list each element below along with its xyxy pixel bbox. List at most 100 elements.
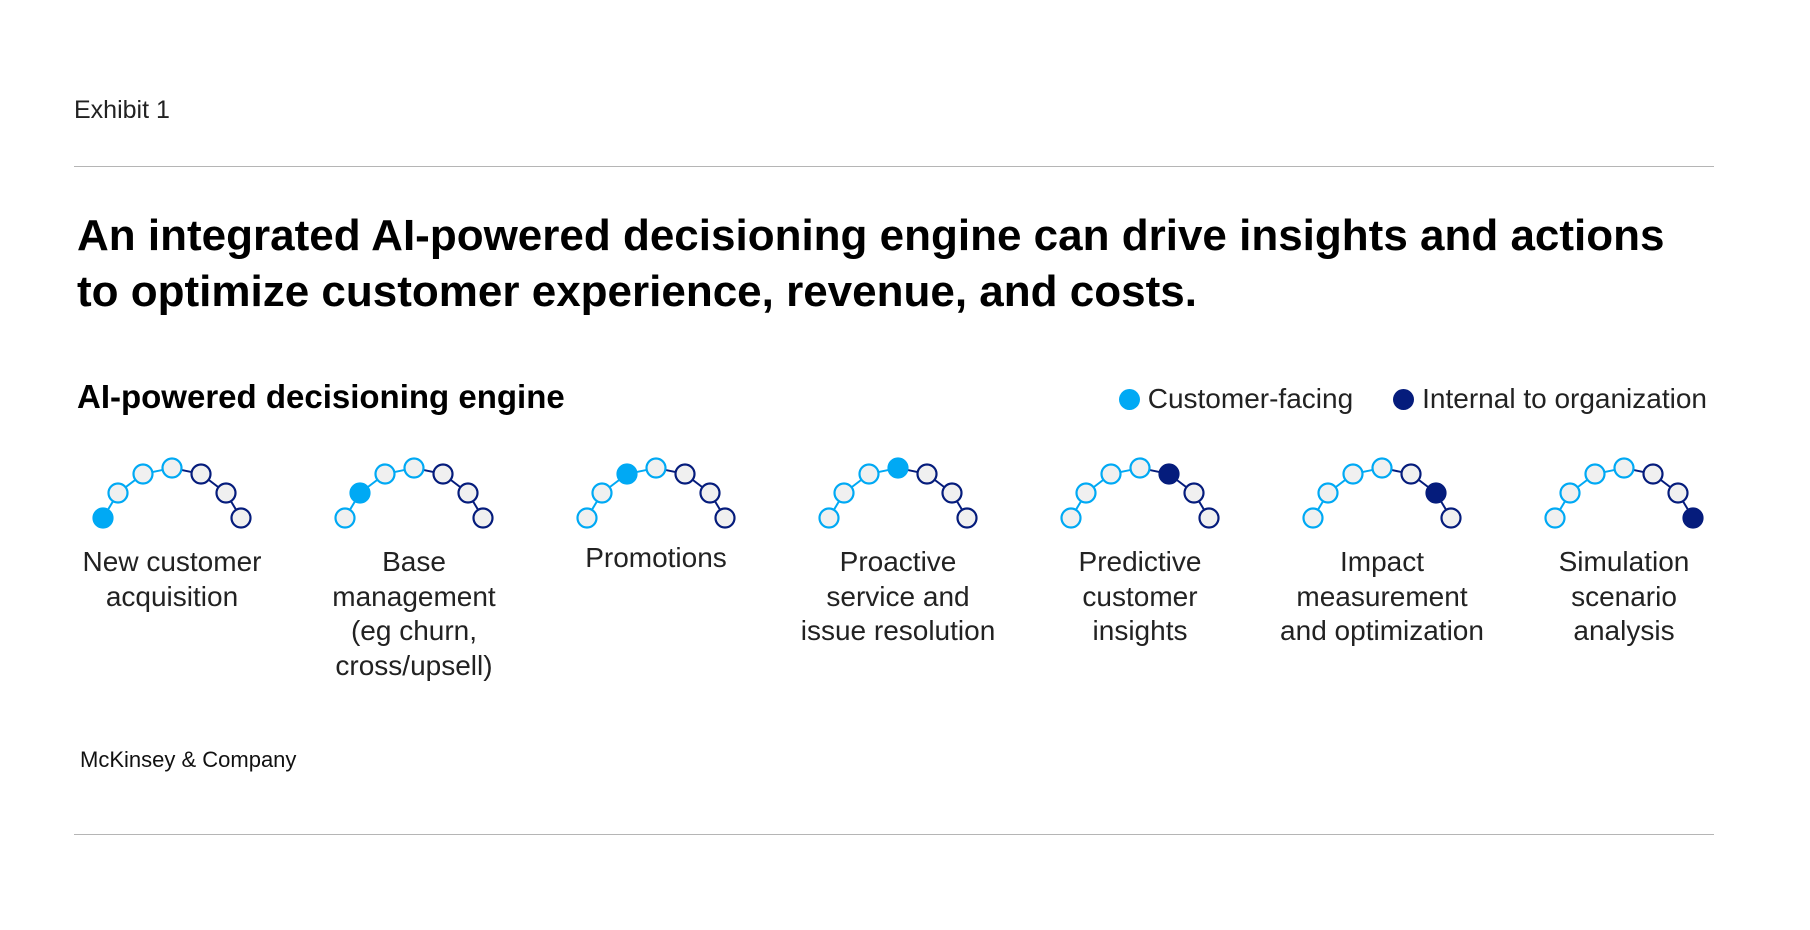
step-label-line: Simulation bbox=[1558, 546, 1690, 577]
arc-connector bbox=[1559, 500, 1566, 511]
arc-connector bbox=[636, 468, 647, 474]
arc-node bbox=[833, 482, 855, 504]
arc-node-active bbox=[616, 463, 638, 485]
arc-node bbox=[457, 482, 479, 504]
arc-connector bbox=[591, 500, 598, 511]
step-label-line: scenario bbox=[1571, 580, 1677, 612]
step-label-line: customer bbox=[1082, 580, 1198, 612]
arc-node bbox=[674, 463, 696, 485]
arc-connector bbox=[1417, 478, 1430, 489]
arc-connector bbox=[907, 468, 918, 474]
arc-connector bbox=[933, 478, 946, 489]
arc-connector bbox=[691, 478, 704, 489]
arc-node bbox=[1400, 463, 1422, 485]
arc-connector bbox=[394, 468, 405, 474]
arc-connector bbox=[230, 500, 237, 511]
step-label-line: service and bbox=[826, 580, 970, 612]
arc-connector bbox=[1120, 468, 1131, 474]
arc-connector bbox=[608, 478, 621, 489]
arc-connector bbox=[1317, 500, 1324, 511]
arc-node bbox=[215, 482, 237, 504]
arc-connector bbox=[1175, 478, 1188, 489]
legend-dot-internal-icon bbox=[1393, 388, 1415, 410]
arc-connector bbox=[1604, 468, 1615, 474]
footer-brand: McKinsey & Company bbox=[80, 747, 297, 772]
step-label-line: measurement bbox=[1296, 580, 1468, 612]
top-divider bbox=[74, 166, 1714, 167]
engine-step-arcs bbox=[92, 457, 1704, 529]
arc-connector bbox=[665, 468, 676, 474]
arc-connector bbox=[1334, 478, 1347, 489]
arc-node bbox=[858, 463, 880, 485]
arc-connector bbox=[1391, 468, 1402, 474]
step-label-line: (eg churn, bbox=[350, 615, 478, 646]
arc-node bbox=[916, 463, 938, 485]
step-label-3: Promotions bbox=[536, 541, 776, 576]
legend-dot-customer-facing-icon bbox=[1118, 388, 1140, 410]
step-arc-7 bbox=[1544, 457, 1704, 529]
arc-node bbox=[403, 457, 425, 479]
arc-connector bbox=[1576, 478, 1589, 489]
arc-node-active bbox=[1158, 463, 1180, 485]
arc-connector bbox=[1075, 500, 1082, 511]
arc-node bbox=[1613, 457, 1635, 479]
arc-node-active bbox=[349, 482, 371, 504]
arc-node bbox=[1559, 482, 1581, 504]
step-label-line: New customer bbox=[82, 546, 262, 577]
legend-item-customer-facing: Customer-facing bbox=[1118, 383, 1354, 415]
arc-connector bbox=[956, 500, 963, 511]
arc-connector bbox=[878, 468, 889, 474]
step-label-line: analysis bbox=[1573, 615, 1675, 646]
step-label-line: Proactive bbox=[839, 546, 957, 577]
step-arc-3 bbox=[576, 457, 736, 529]
step-label-line: acquisition bbox=[105, 580, 239, 612]
arc-node bbox=[699, 482, 721, 504]
step-label-line: and optimization bbox=[1280, 615, 1484, 646]
headline: An integrated AI-powered decisioning eng… bbox=[77, 208, 1737, 320]
arc-node-active bbox=[1425, 482, 1447, 504]
arc-connector bbox=[449, 478, 462, 489]
arc-connector bbox=[423, 468, 434, 474]
arc-node bbox=[1060, 507, 1082, 529]
arc-node bbox=[1302, 507, 1324, 529]
arc-node bbox=[132, 463, 154, 485]
arc-node bbox=[472, 507, 494, 529]
section-title: AI-powered decisioning engine bbox=[77, 378, 565, 415]
arc-node bbox=[1584, 463, 1606, 485]
arc-node bbox=[334, 507, 356, 529]
arc-node bbox=[714, 507, 736, 529]
step-label-line: Promotions bbox=[585, 542, 727, 573]
step-arc-6 bbox=[1302, 457, 1462, 529]
arc-node bbox=[941, 482, 963, 504]
arc-node bbox=[107, 482, 129, 504]
arc-connector bbox=[349, 500, 356, 511]
step-arc-5 bbox=[1060, 457, 1220, 529]
arc-connector bbox=[207, 478, 220, 489]
arc-node bbox=[956, 507, 978, 529]
arc-connector bbox=[1092, 478, 1105, 489]
arc-node bbox=[1100, 463, 1122, 485]
legend: Customer-facing Internal to organization bbox=[1079, 383, 1707, 415]
arc-node bbox=[374, 463, 396, 485]
arc-node bbox=[230, 507, 252, 529]
arc-node bbox=[576, 507, 598, 529]
step-label-line: issue resolution bbox=[800, 615, 996, 646]
arc-node bbox=[645, 457, 667, 479]
bottom-divider bbox=[74, 834, 1714, 835]
arc-node bbox=[1544, 507, 1566, 529]
step-label-line: Base bbox=[382, 546, 446, 577]
legend-label-internal: Internal to organization bbox=[1422, 383, 1707, 414]
arc-connector bbox=[181, 468, 192, 474]
arc-node bbox=[1440, 507, 1462, 529]
arc-node bbox=[1342, 463, 1364, 485]
arc-connector bbox=[850, 478, 863, 489]
legend-label-customer-facing: Customer-facing bbox=[1147, 383, 1354, 414]
exhibit-label: Exhibit 1 bbox=[74, 96, 170, 124]
headline-line-2: to optimize customer experience, revenue… bbox=[77, 267, 1197, 316]
arc-connector bbox=[1362, 468, 1373, 474]
step-label-line: Predictive bbox=[1078, 546, 1202, 577]
step-label-line: management bbox=[332, 580, 496, 612]
